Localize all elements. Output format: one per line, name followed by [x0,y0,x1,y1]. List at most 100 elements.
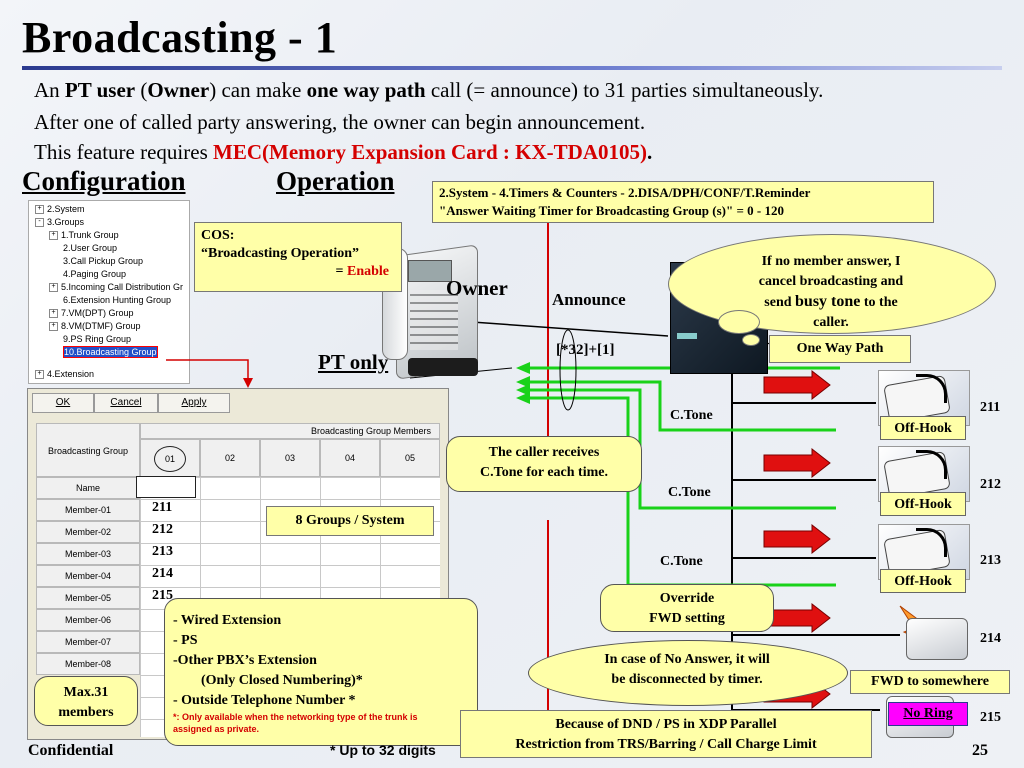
intro-text: call (= announce) to 31 parties simultan… [425,78,824,102]
footer-confidential: Confidential [28,742,114,759]
callout-line: Override [659,591,715,606]
member-type: - Outside Telephone Number * [173,693,356,708]
ctone-label: C.Tone [668,485,711,500]
dial-ellipse [559,329,577,411]
tree-item-call-pickup[interactable]: 3.Call Pickup Group [63,255,143,268]
dial-code: [*32]+[1] [556,342,615,358]
tree-item-label: 2.System [47,204,85,214]
announce-label: Announce [552,290,626,309]
tree-item-broadcasting-group[interactable]: 10.Broadcasting Group [63,346,158,359]
cos-callout: COS: “Broadcasting Operation” = Enable [194,222,402,292]
expand-icon[interactable]: + [49,309,58,319]
ok-label: OK [55,397,71,408]
tree-item-ext-hunting[interactable]: 6.Extension Hunting Group [63,294,171,307]
intro-text: ( [135,78,148,102]
timer-setting-box: 2.System - 4.Timers & Counters - 2.DISA/… [432,181,934,223]
row-member-01: Member-01 [36,499,140,521]
intro-text: . [647,140,653,164]
member-value[interactable]: 214 [152,566,173,581]
tree-item-label: 4.Extension [47,369,95,379]
cloud-text: send [764,295,796,310]
expand-icon[interactable]: + [49,283,58,293]
caller-receives-callout: The caller receives C.Tone for each time… [446,436,642,492]
member-value[interactable]: 212 [152,522,173,537]
tree-item-user-group[interactable]: 2.User Group [63,242,117,255]
tree-item-label: 3.Groups [47,217,85,227]
row-member-05: Member-05 [36,587,140,609]
row-member-06: Member-06 [36,609,140,631]
callout-line: C.Tone for each time. [480,465,608,480]
tree-item-groups[interactable]: -3.Groups [35,216,84,229]
configuration-heading: Configuration [22,166,186,196]
title-divider [22,66,1002,70]
config-tree: +2.System -3.Groups +1.Trunk Group 2.Use… [28,200,190,384]
owner-phone-icon [382,240,480,380]
extension-number: 215 [980,710,1001,725]
tree-item-ps-ring[interactable]: 9.PS Ring Group [63,333,131,346]
one-way-arrow [763,602,831,634]
owner-label: Owner [446,276,508,300]
member-value[interactable]: 215 [152,588,173,603]
intro-line-1: An PT user (Owner) can make one way path… [34,78,823,103]
one-way-arrow [763,523,831,555]
selection-connector [166,359,249,386]
tree-item-vm-dpt[interactable]: +7.VM(DPT) Group [49,307,134,320]
page-title: Broadcasting - 1 [22,13,338,62]
row-member-02: Member-02 [36,521,140,543]
offhook-label-213: Off-Hook [880,569,966,593]
max-members-callout: Max.31 members [34,676,138,726]
timer-value: "Answer Waiting Timer for Broadcasting G… [439,203,784,218]
pt-only-label: PT only [318,350,389,374]
one-way-path-label: One Way Path [769,335,911,363]
busy-tone-text: If no member answer, I cancel broadcasti… [700,252,962,333]
expand-icon[interactable]: + [49,322,58,332]
one-way-arrow [763,369,831,401]
group-label-cell: Broadcasting Group [36,423,140,477]
tree-item-paging-group[interactable]: 4.Paging Group [63,268,126,281]
column-01-highlight: 01 [154,446,186,472]
cloud-line: cancel broadcasting and [758,274,904,289]
offhook-label-212: Off-Hook [880,492,966,516]
arrow-icon [516,392,530,404]
tree-item-label: 6.Extension Hunting Group [63,295,172,305]
thought-bubble-icon [742,334,760,346]
column-02[interactable]: 02 [200,439,260,477]
cos-equals: = [335,264,347,279]
tree-item-icd-group[interactable]: +5.Incoming Call Distribution Gr [49,281,183,294]
column-04[interactable]: 04 [320,439,380,477]
apply-label: Apply [181,397,207,408]
expand-icon[interactable]: + [49,231,58,241]
tree-item-label: 8.VM(DTMF) Group [61,321,141,331]
member-value[interactable]: 211 [152,500,173,515]
busy-tone-term: busy tone [795,293,861,310]
ok-button[interactable]: OK [32,393,94,413]
tree-item-vm-dtmf[interactable]: +8.VM(DTMF) Group [49,320,141,333]
expand-icon[interactable]: + [35,370,44,380]
extension-number: 214 [980,631,1001,646]
tree-item-system[interactable]: +2.System [35,203,85,216]
member-type: - Wired Extension [173,613,282,628]
collapse-icon[interactable]: - [35,218,44,228]
tree-item-label: 9.PS Ring Group [63,334,132,344]
apply-button[interactable]: Apply [158,393,230,413]
member-value[interactable]: 213 [152,544,173,559]
tree-item-label: 4.Paging Group [63,269,127,279]
callout-line: Max.31 [63,685,109,700]
column-03[interactable]: 03 [260,439,320,477]
offhook-label-211: Off-Hook [880,416,966,440]
no-ring-label: No Ring [888,702,968,726]
tree-item-trunk-group[interactable]: +1.Trunk Group [49,229,119,242]
intro-text: This feature requires [34,140,214,164]
column-05[interactable]: 05 [380,439,440,477]
expand-icon[interactable]: + [35,205,44,215]
tree-item-label: 10.Broadcasting Group [63,346,158,358]
cancel-button[interactable]: Cancel [94,393,158,413]
callout-line: FWD setting [649,611,725,626]
operation-heading: Operation [276,166,395,196]
cloud-line: caller. [813,315,849,330]
cloud-text: to the [860,295,898,310]
green-ctone-line [528,380,836,432]
tree-item-label: 3.Call Pickup Group [63,256,144,266]
tree-item-extension[interactable]: +4.Extension [35,368,94,381]
name-input[interactable] [136,476,196,498]
